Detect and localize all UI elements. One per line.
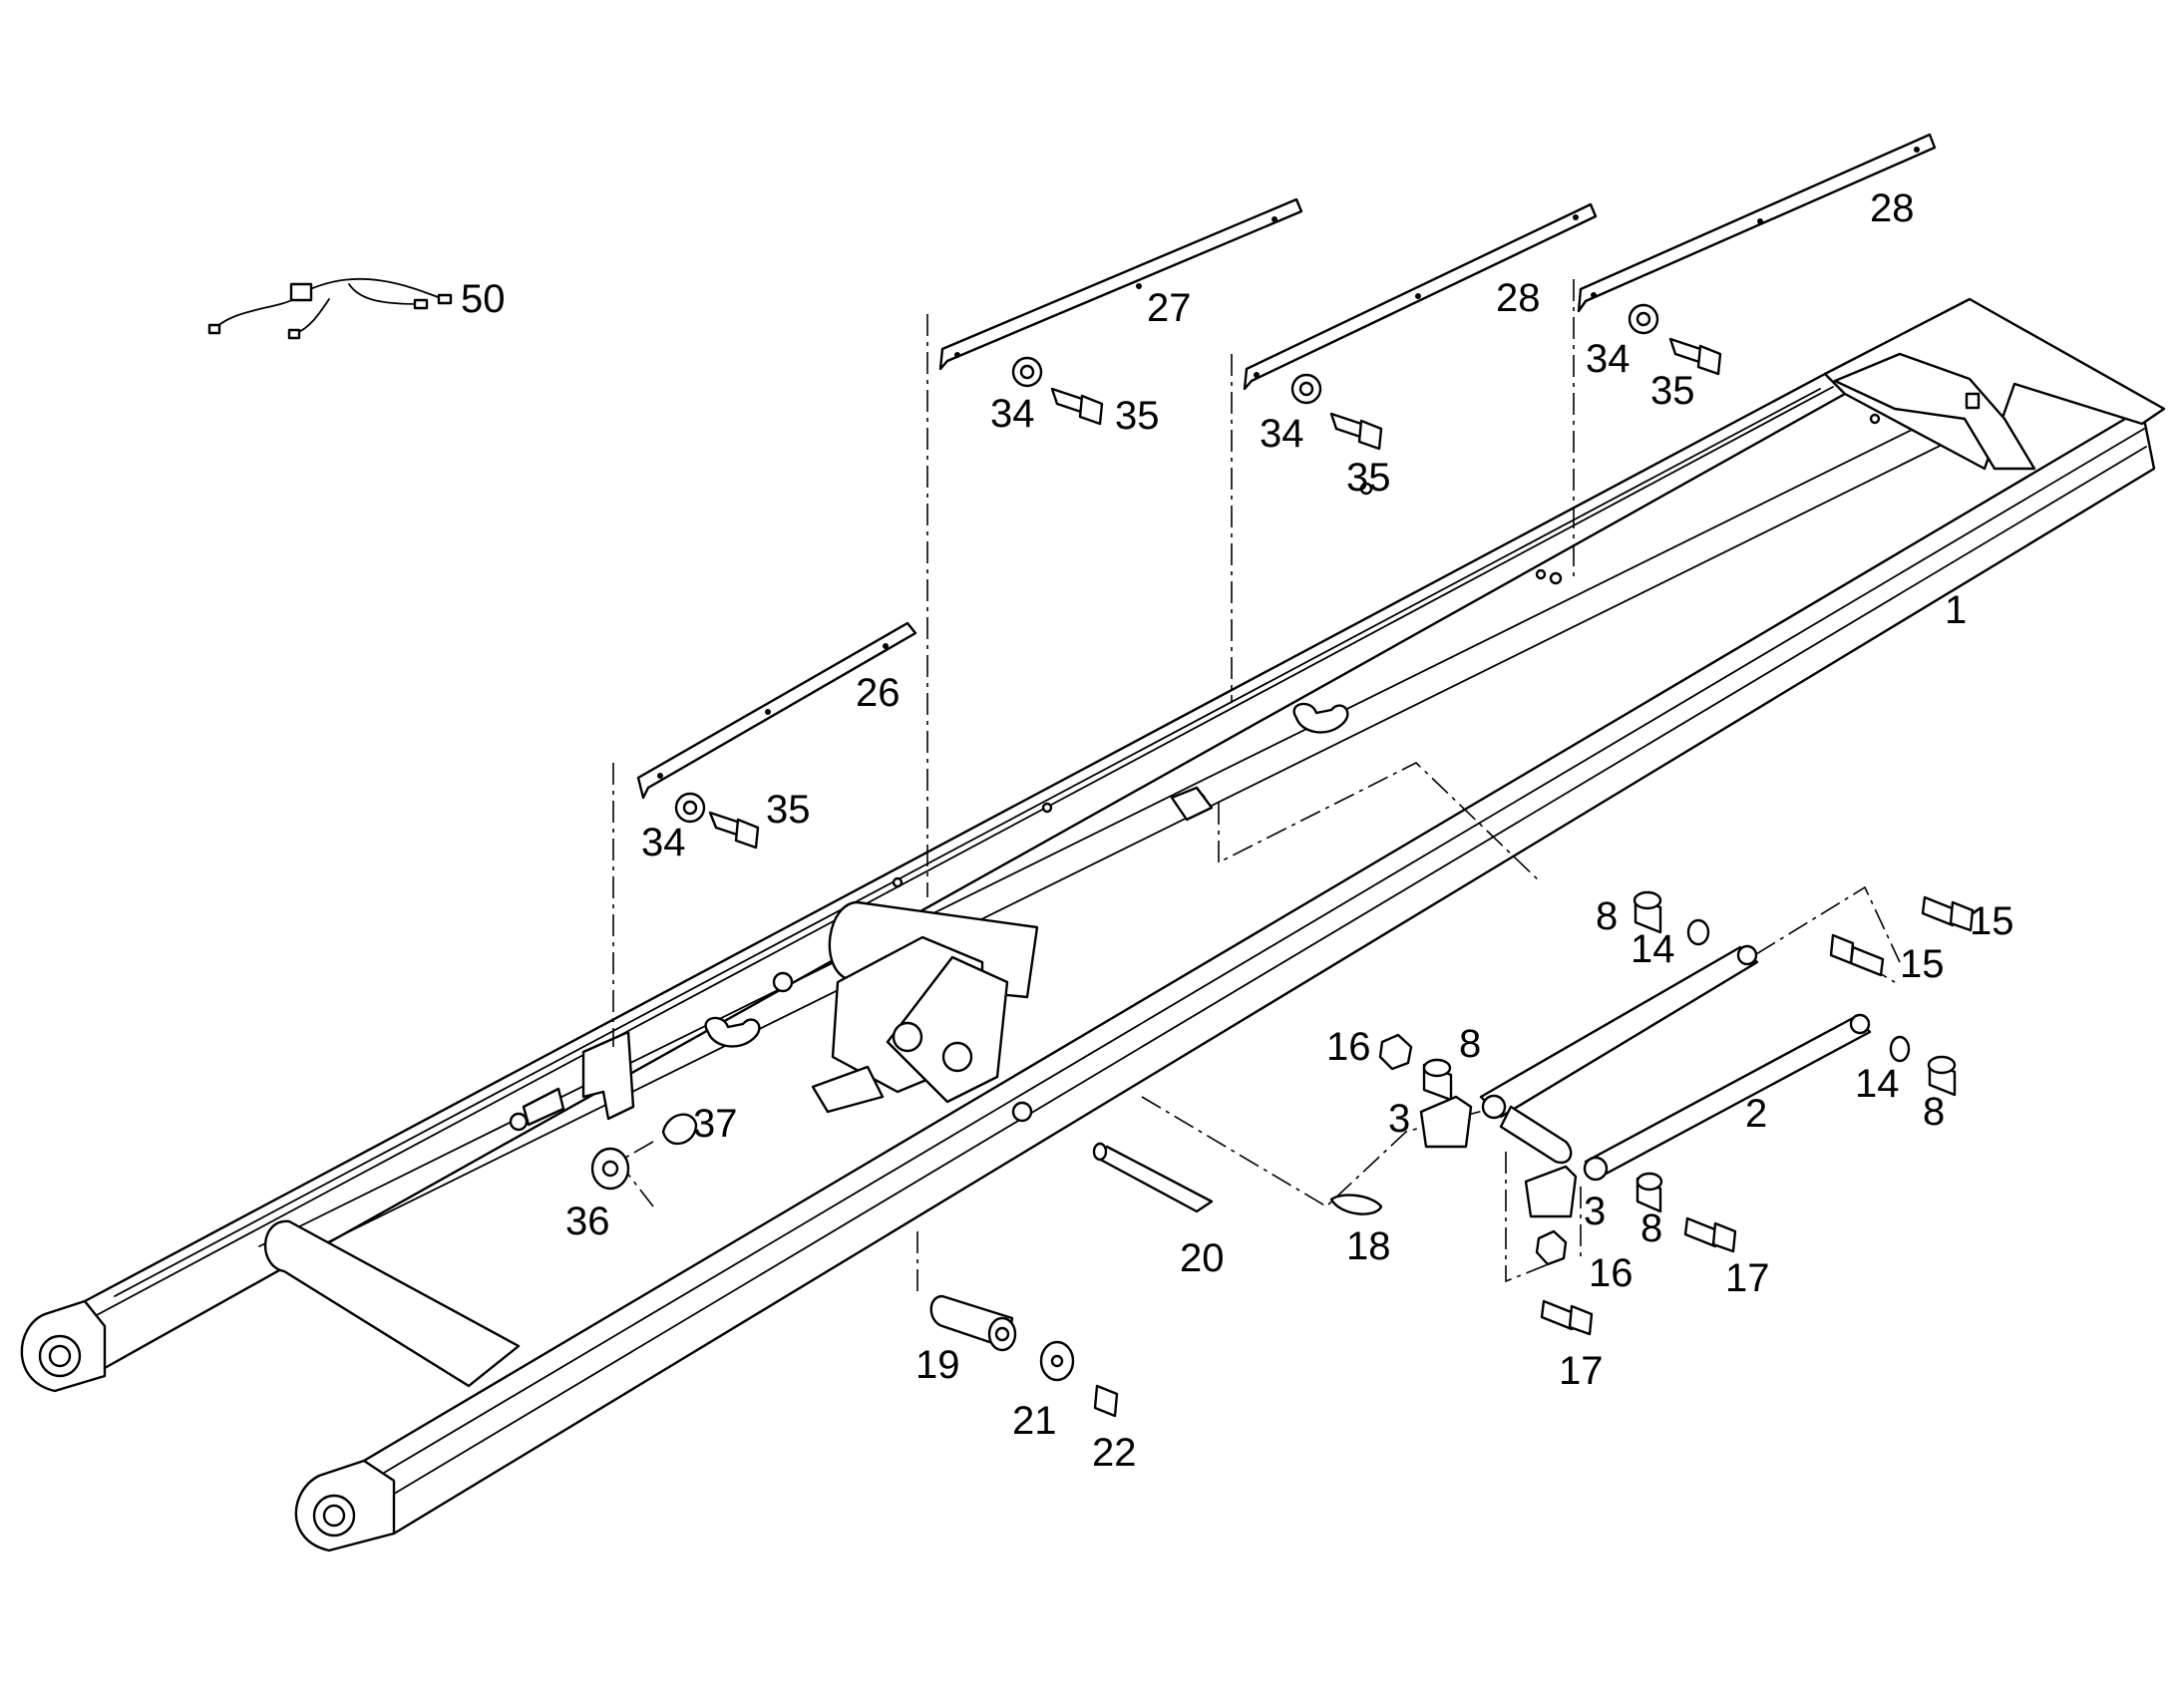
label-8-b: 8	[1459, 1022, 1481, 1066]
label-19: 19	[915, 1343, 960, 1387]
label-14-a: 14	[1631, 927, 1675, 971]
label-34-c: 34	[1260, 412, 1304, 456]
washers-and-bolts	[674, 303, 1722, 850]
label-22: 22	[1092, 1431, 1137, 1475]
label-27: 27	[1147, 286, 1192, 330]
label-34-a: 34	[641, 821, 686, 864]
part-labels: 1 2 3 3 8 8 8 8 14 14 15 15 16 16 17 17 …	[461, 186, 2014, 1475]
label-28-a: 28	[1496, 276, 1541, 320]
label-16-b: 16	[1589, 1251, 1634, 1295]
label-1: 1	[1945, 588, 1967, 632]
label-15-a: 15	[1970, 899, 2014, 943]
label-8-c: 8	[1640, 1206, 1662, 1250]
label-15-b: 15	[1900, 942, 1945, 986]
label-3-upper: 3	[1388, 1097, 1410, 1141]
main-frame	[20, 297, 2166, 1552]
label-26: 26	[856, 671, 901, 715]
label-50: 50	[461, 277, 506, 321]
label-35-d: 35	[1650, 369, 1695, 413]
label-14-b: 14	[1855, 1062, 1900, 1106]
label-34-b: 34	[990, 392, 1035, 436]
label-8-d: 8	[1923, 1090, 1945, 1134]
label-35-b: 35	[1115, 394, 1160, 438]
label-28-b: 28	[1870, 186, 1915, 230]
link-rods	[590, 786, 1975, 1418]
label-2: 2	[1745, 1092, 1767, 1136]
label-21: 21	[1012, 1399, 1057, 1443]
label-3-lower: 3	[1584, 1190, 1606, 1233]
guide-rails	[636, 133, 1937, 800]
label-36: 36	[565, 1199, 610, 1243]
label-18: 18	[1346, 1224, 1391, 1268]
label-34-d: 34	[1586, 337, 1631, 381]
label-8-a: 8	[1596, 894, 1618, 938]
label-35-c: 35	[1346, 456, 1391, 500]
wiring-harness	[207, 277, 453, 340]
label-17-b: 17	[1559, 1349, 1604, 1393]
label-20: 20	[1180, 1236, 1225, 1280]
label-35-a: 35	[766, 788, 811, 832]
label-37: 37	[693, 1102, 738, 1146]
label-17-a: 17	[1725, 1256, 1770, 1300]
label-16-a: 16	[1326, 1025, 1371, 1069]
